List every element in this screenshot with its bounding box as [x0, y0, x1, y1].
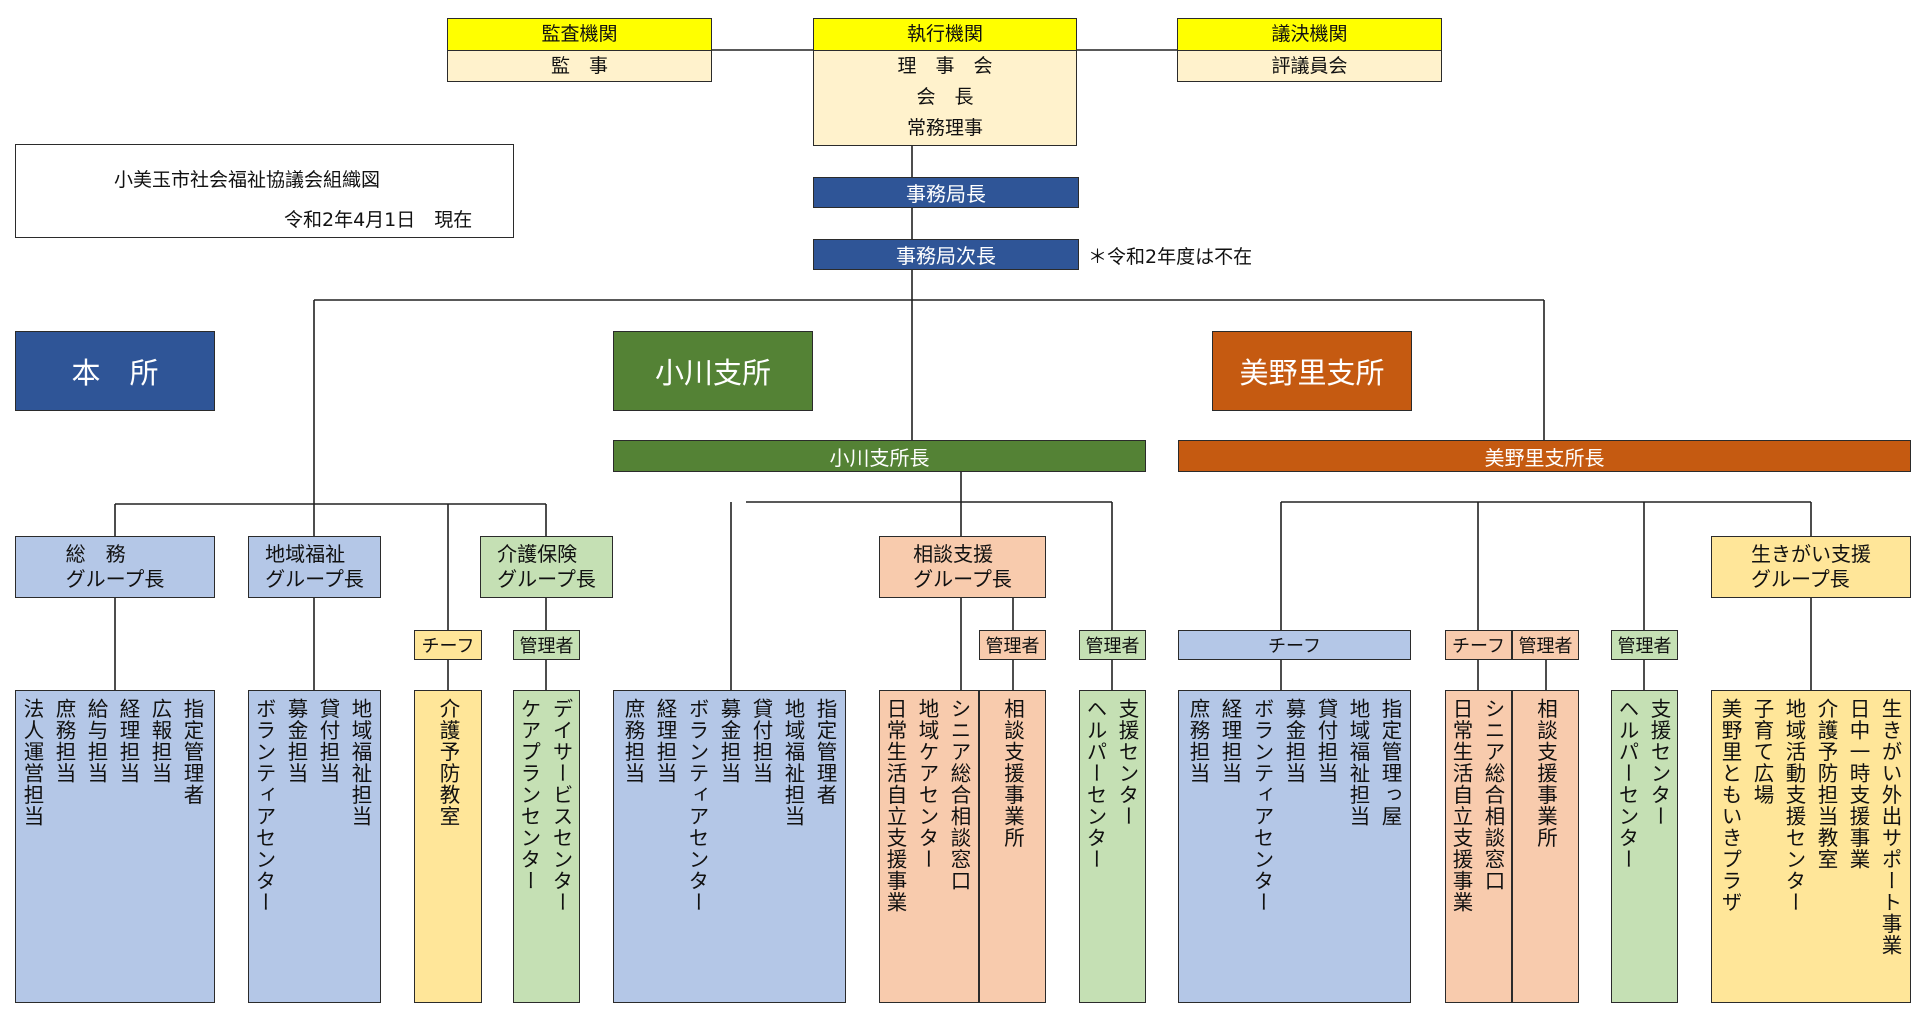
tag-minori-chief: チーフ: [1178, 630, 1411, 660]
item-keiri: 経理担当: [653, 698, 677, 784]
item-chiiki-fukushi: 地域福祉担当: [781, 698, 805, 827]
item-bokin: 募金担当: [717, 698, 741, 784]
column-kaigo-manager: デイサービスセンター ケアプランセンター: [513, 690, 580, 1003]
branch-head-ogawa: 小川支所長: [613, 440, 1146, 472]
item-volunteer-center: ボランティアセンター: [1250, 698, 1274, 913]
item-kashitsuke: 貸付担当: [1314, 698, 1338, 784]
item-hojin-unei: 法人運営担当: [20, 698, 44, 827]
office-ogawa: 小川支所: [613, 331, 813, 411]
group-ikigai: 生きがい支援 グループ長: [1711, 536, 1911, 598]
item-kaigo-yobo-kyoshitsu: 介護予防担当教室: [1814, 698, 1838, 870]
audit-header: 監査機関: [448, 19, 711, 51]
group-somu: 総 務 グループ長: [15, 536, 215, 598]
tag-minori-helper-manager: 管理者: [1611, 630, 1678, 660]
item-shomu: 庶務担当: [52, 698, 76, 784]
item-helper-center: ヘルパーセンター: [1615, 698, 1639, 870]
item-kosodate-hiroba: 子育て広場: [1750, 698, 1774, 806]
branch-head-minori: 美野里支所長: [1178, 440, 1911, 472]
group-ogawa-sodan: 相談支援 グループ長: [879, 536, 1046, 598]
item-bokin: 募金担当: [1282, 698, 1306, 784]
item-shomu: 庶務担当: [621, 698, 645, 784]
item-care-plan: ケアプランセンター: [517, 698, 541, 892]
item-kyuyo: 給与担当: [84, 698, 108, 784]
item-helper-center: ヘルパーセンター: [1083, 698, 1107, 870]
item-chiiki-katsudo: 地域活動支援センター: [1782, 698, 1806, 913]
item-volunteer-center: ボランティアセンター: [252, 698, 276, 913]
item-keiri: 経理担当: [116, 698, 140, 784]
title-box: 小美玉市社会福祉協議会組織図 令和2年4月1日 現在: [15, 144, 514, 238]
item-shomu: 庶務担当: [1186, 698, 1210, 784]
tag-kaigo-manager: 管理者: [513, 630, 580, 660]
item-senior-sodan: シニア総合相談窓口: [947, 698, 971, 892]
item-kashitsuke: 貸付担当: [316, 698, 340, 784]
item-kaigo-yobo-kyoshitsu: 介護予防教室: [436, 698, 460, 827]
column-ikigai: 生きがい外出サポート事業 日中一時支援事業 介護予防担当教室 地域活動支援センタ…: [1711, 690, 1911, 1003]
column-minori-sodan: シニア総合相談窓口 日常生活自立支援事業: [1445, 690, 1512, 1003]
column-minori-main: 指定管理っ屋 地域福祉担当 貸付担当 募金担当 ボランティアセンター 経理担当 …: [1178, 690, 1411, 1003]
column-ogawa-sodan-manager: 相談支援事業所: [979, 690, 1046, 1003]
column-somu: 指定管理者 広報担当 経理担当 給与担当 庶務担当 法人運営担当: [15, 690, 215, 1003]
item-shitei-kanri: 指定管理っ屋: [1378, 698, 1402, 827]
tag-kaigo-chief: チーフ: [414, 630, 482, 660]
as-of-date: 令和2年4月1日 現在: [284, 209, 473, 231]
item-chiiki-fukushi: 地域福祉担当: [348, 698, 372, 827]
item-keiri: 経理担当: [1218, 698, 1242, 784]
group-chiiki: 地域福祉 グループ長: [248, 536, 381, 598]
item-shien-center: 支援センター: [1647, 698, 1671, 827]
tag-minori-sodan-manager: 管理者: [1512, 630, 1579, 660]
item-ikigai-gaishutsu: 生きがい外出サポート事業: [1878, 698, 1902, 956]
column-minori-sodan-manager: 相談支援事業所: [1512, 690, 1579, 1003]
item-senior-sodan: シニア総合相談窓口: [1481, 698, 1505, 892]
column-ogawa-helper: 支援センター ヘルパーセンター: [1079, 690, 1146, 1003]
exec-line-chair: 会 長: [916, 86, 974, 108]
tag-minori-sodan-chief: チーフ: [1445, 630, 1512, 660]
office-honsho: 本 所: [15, 331, 215, 411]
item-shitei-kanrisha: 指定管理者: [813, 698, 837, 806]
item-chiiki-care: 地域ケアセンター: [915, 698, 939, 870]
item-nicchu-ichiji: 日中一時支援事業: [1846, 698, 1870, 870]
item-nichijo-jiritsu: 日常生活自立支援事業: [883, 698, 907, 913]
tag-ogawa-sodan-manager: 管理者: [979, 630, 1046, 660]
item-nichijo-jiritsu: 日常生活自立支援事業: [1449, 698, 1473, 913]
column-ogawa-main: 指定管理者 地域福祉担当 貸付担当 募金担当 ボランティアセンター 経理担当 庶…: [613, 690, 846, 1003]
column-kaigo-chief: 介護予防教室: [414, 690, 482, 1003]
column-ogawa-sodan: シニア総合相談窓口 地域ケアセンター 日常生活自立支援事業: [879, 690, 979, 1003]
group-kaigo: 介護保険 グループ長: [480, 536, 613, 598]
item-chiiki-fukushi: 地域福祉担当: [1346, 698, 1370, 827]
column-minori-helper: 支援センター ヘルパーセンター: [1611, 690, 1678, 1003]
item-tomoiki-plaza: 美野里ともいきプラザ: [1718, 698, 1742, 913]
council-header: 議決機関: [1178, 19, 1441, 51]
chart-title: 小美玉市社会福祉協議会組織図: [114, 169, 381, 191]
council-box: 議決機関 評議員会: [1177, 18, 1442, 82]
item-volunteer-center: ボランティアセンター: [685, 698, 709, 913]
item-bokin: 募金担当: [284, 698, 308, 784]
exec-line-director: 常務理事: [906, 117, 983, 139]
audit-body: 監 事: [550, 55, 608, 77]
item-shien-center: 支援センター: [1115, 698, 1139, 827]
item-sodan-shien-jigyosho: 相談支援事業所: [1000, 698, 1025, 849]
secretariat-director: 事務局長: [813, 177, 1079, 208]
item-sodan-shien-jigyosho: 相談支援事業所: [1533, 698, 1558, 849]
audit-box: 監査機関 監 事: [447, 18, 712, 82]
item-kashitsuke: 貸付担当: [749, 698, 773, 784]
item-shitei-kanrisha: 指定管理者: [180, 698, 204, 806]
secretariat-deputy: 事務局次長: [813, 239, 1079, 270]
exec-line-board: 理 事 会: [897, 55, 993, 77]
exec-box: 執行機関 理 事 会 会 長 常務理事: [813, 18, 1077, 146]
tag-ogawa-helper-manager: 管理者: [1079, 630, 1146, 660]
council-body: 評議員会: [1271, 55, 1348, 77]
column-chiiki: 地域福祉担当 貸付担当 募金担当 ボランティアセンター: [248, 690, 381, 1003]
item-koho: 広報担当: [148, 698, 172, 784]
deputy-note: ＊令和2年度は不在: [1088, 246, 1253, 268]
exec-header: 執行機関: [814, 19, 1076, 51]
office-minori: 美野里支所: [1212, 331, 1412, 411]
item-day-service: デイサービスセンター: [549, 698, 573, 913]
